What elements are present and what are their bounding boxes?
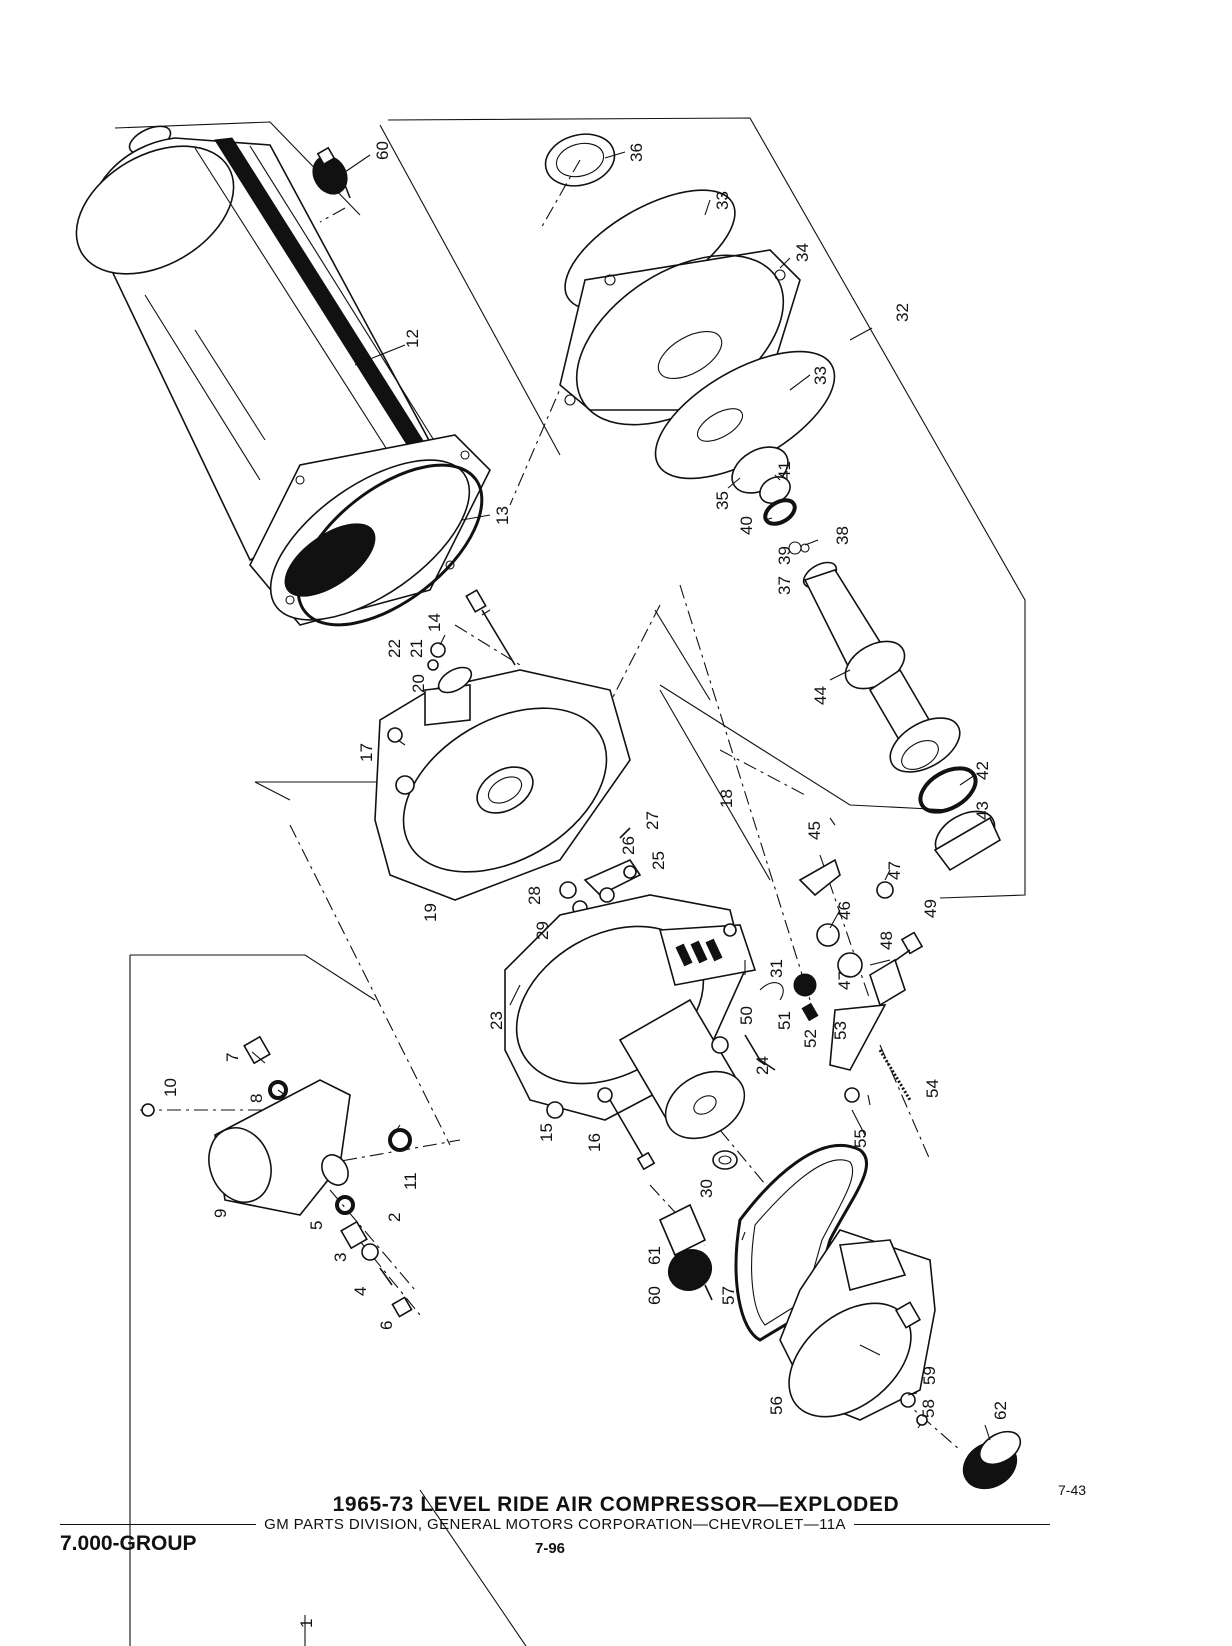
callout-32: 32 — [893, 303, 912, 322]
callout-36: 36 — [627, 143, 646, 162]
callout-numbers: 60 36 33 34 32 12 33 41 35 40 13 38 39 3… — [161, 141, 1010, 1628]
housing-flange — [249, 434, 491, 627]
rubber-mount-top — [312, 146, 351, 199]
callout-1: 1 — [297, 1619, 316, 1628]
callout-61: 61 — [645, 1246, 664, 1265]
callout-41: 41 — [775, 461, 794, 480]
callout-28: 28 — [525, 886, 544, 905]
callout-26: 26 — [619, 836, 638, 855]
callout-33-top: 33 — [713, 191, 732, 210]
callout-30: 30 — [697, 1179, 716, 1198]
callout-52: 52 — [801, 1029, 820, 1048]
callout-9: 9 — [211, 1209, 230, 1218]
callout-49: 49 — [921, 899, 940, 918]
crankcase-cover — [374, 666, 631, 901]
piston-assembly — [802, 561, 961, 773]
callout-60-lower: 60 — [645, 1286, 664, 1305]
end-cover — [779, 1229, 936, 1426]
callout-50: 50 — [737, 1006, 756, 1025]
callout-47-upper: 47 — [885, 861, 904, 880]
callout-62: 62 — [991, 1401, 1010, 1420]
callout-25: 25 — [649, 851, 668, 870]
page-number: 7-96 — [535, 1540, 566, 1557]
long-bolt — [427, 589, 516, 671]
callout-59: 59 — [920, 1366, 939, 1385]
callout-40: 40 — [737, 516, 756, 535]
callout-56: 56 — [767, 1396, 786, 1415]
callout-54: 54 — [923, 1079, 942, 1098]
callout-53: 53 — [831, 1021, 850, 1040]
footer-source: GM PARTS DIVISION, GENERAL MOTORS CORPOR… — [264, 1516, 846, 1533]
callout-34: 34 — [793, 243, 812, 262]
callout-3: 3 — [331, 1253, 350, 1262]
callout-24: 24 — [753, 1056, 772, 1075]
callout-55: 55 — [851, 1129, 870, 1148]
callout-37: 37 — [775, 576, 794, 595]
callout-2: 2 — [385, 1213, 404, 1222]
callout-17: 17 — [357, 743, 376, 762]
callout-46: 46 — [835, 901, 854, 920]
footer-rule-left — [60, 1524, 257, 1525]
rubber-mount-lower — [658, 1203, 713, 1301]
callout-27: 27 — [643, 811, 662, 830]
callout-10: 10 — [161, 1078, 180, 1097]
callout-43: 43 — [973, 801, 992, 820]
callout-48: 48 — [877, 931, 896, 950]
callout-11: 11 — [401, 1172, 420, 1190]
callout-29: 29 — [533, 921, 552, 940]
cover-gasket — [734, 1143, 868, 1342]
callout-6: 6 — [377, 1321, 396, 1330]
footer-rule-right — [853, 1524, 1050, 1525]
end-cap-small — [712, 1150, 738, 1170]
callout-33-lower: 33 — [811, 366, 830, 385]
callout-39: 39 — [775, 546, 794, 565]
callout-8: 8 — [247, 1094, 266, 1103]
callout-22: 22 — [385, 639, 404, 658]
footer-source-line: GM PARTS DIVISION, GENERAL MOTORS CORPOR… — [60, 1516, 1050, 1533]
callout-5: 5 — [307, 1221, 326, 1230]
valve-body-assembly — [141, 1035, 413, 1318]
callout-44: 44 — [811, 686, 830, 705]
callout-12: 12 — [403, 329, 422, 348]
callout-18: 18 — [717, 789, 736, 808]
callout-47-lower: 47 — [835, 971, 854, 990]
callout-7: 7 — [223, 1053, 242, 1062]
callout-45: 45 — [805, 821, 824, 840]
intake-filter — [962, 1430, 1022, 1490]
callout-4: 4 — [351, 1287, 370, 1296]
callout-60-top: 60 — [373, 141, 392, 160]
group-label: 7.000-GROUP — [60, 1532, 197, 1555]
callout-20: 20 — [409, 674, 428, 693]
bracket-hardware — [798, 858, 924, 1007]
switch-assembly — [711, 973, 912, 1103]
callout-58: 58 — [919, 1399, 938, 1418]
callout-42: 42 — [973, 761, 992, 780]
callout-14: 14 — [425, 613, 444, 632]
callout-15: 15 — [537, 1123, 556, 1142]
callout-38: 38 — [833, 526, 852, 545]
callout-57: 57 — [719, 1286, 738, 1305]
callout-31: 31 — [767, 959, 786, 978]
callout-16: 16 — [585, 1133, 604, 1152]
piston-seal-and-cup — [918, 766, 1002, 872]
callout-19: 19 — [421, 903, 440, 922]
motor-end-housing — [504, 894, 757, 1140]
leader-lines — [251, 151, 991, 1441]
diagram-title: 1965-73 LEVEL RIDE AIR COMPRESSOR—EXPLOD… — [332, 1493, 900, 1516]
callout-51: 51 — [775, 1011, 794, 1030]
callout-21: 21 — [407, 639, 426, 658]
callout-35: 35 — [713, 491, 732, 510]
diaphragm-stack — [544, 133, 836, 480]
callout-13: 13 — [493, 506, 512, 525]
figure-number: 7-43 — [1058, 1482, 1087, 1498]
callout-23: 23 — [487, 1011, 506, 1030]
mounting-bolt — [546, 1087, 656, 1171]
